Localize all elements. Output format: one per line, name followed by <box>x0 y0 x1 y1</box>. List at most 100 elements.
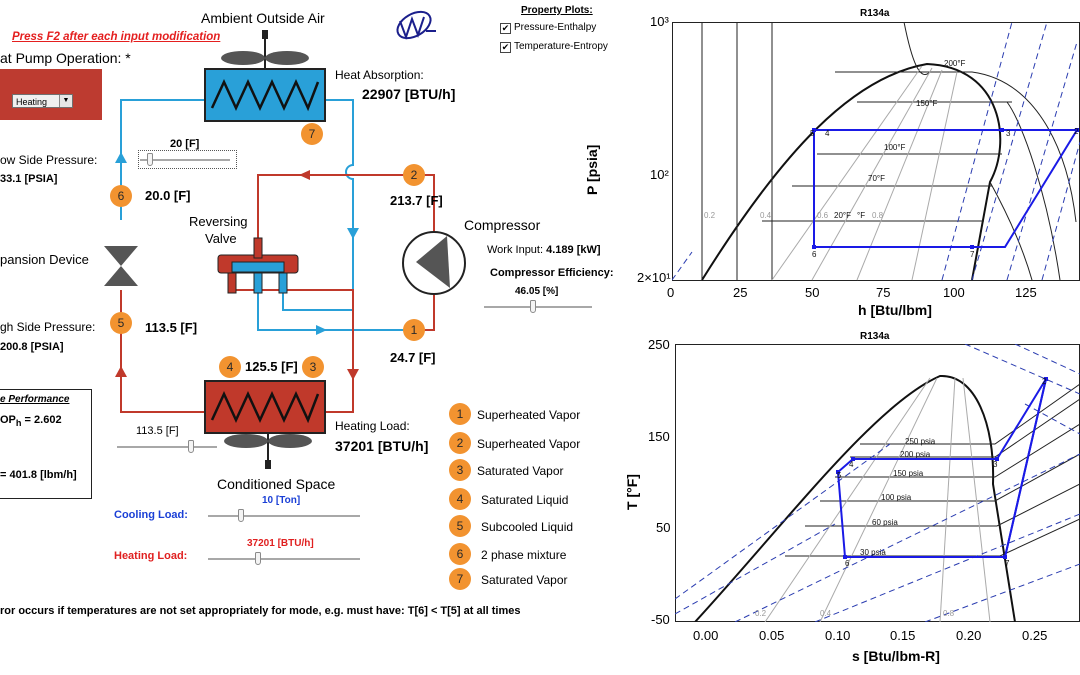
ts-isobar-label-100: 100 psia <box>881 493 912 502</box>
legend-marker-1: 1 <box>449 403 471 425</box>
ph-isotherm-label-200: 200°F <box>944 59 966 68</box>
ph-point-label-6: 6 <box>812 250 817 259</box>
mode-select[interactable]: Heating▼ <box>12 94 73 108</box>
reversing-valve-label-1: Reversing <box>189 214 248 229</box>
t5-value: 113.5 [F] <box>145 320 198 335</box>
cooling-load-label: Cooling Load: <box>114 509 188 521</box>
ts-point-label-4: 4 <box>849 460 854 469</box>
mass-flow-value: = 401.8 [lbm/h] <box>0 469 77 481</box>
performance-title: e Performance <box>0 394 70 405</box>
state-marker-7: 7 <box>301 123 323 145</box>
pressure-enthalpy-label: Pressure-Enthalpy <box>514 22 597 33</box>
legend-label-4: Saturated Liquid <box>481 493 569 507</box>
ph-ylabel: P [psia] <box>584 144 600 195</box>
low-temp-slider-track <box>140 159 230 161</box>
efficiency-slider-thumb[interactable] <box>530 300 536 313</box>
t6-value: 20.0 [F] <box>145 188 191 203</box>
pressure-enthalpy-checkbox[interactable]: ✔ <box>500 23 511 34</box>
ph-chart-title: R134a <box>860 8 890 19</box>
compressor-efficiency-label: Compressor Efficiency: <box>490 267 614 279</box>
performance-box <box>0 389 92 499</box>
ph-point-label-3: 3 <box>1006 129 1011 138</box>
legend-label-1: Superheated Vapor <box>477 408 581 422</box>
ph-ytick-bottom: 2×10¹ <box>637 270 671 285</box>
ph-xlabel: h [Btu/lbm] <box>858 302 932 318</box>
ph-xtick-5: 125 <box>1015 285 1037 300</box>
high-temp-slider-thumb[interactable] <box>188 440 194 453</box>
state-marker-3: 3 <box>302 356 324 378</box>
ts-xtick-4: 0.20 <box>956 628 982 643</box>
legend-label-7: Saturated Vapor <box>481 573 568 587</box>
ph-point-2 <box>1075 128 1079 132</box>
ts-isobar-label-250: 250 psia <box>905 437 936 446</box>
section-title: at Pump Operation: * <box>0 50 131 66</box>
ph-point-4 <box>812 128 816 132</box>
cooling-load-slider-track <box>208 515 360 517</box>
ts-isobar-label-30: 30 psia <box>860 548 886 557</box>
ts-point-2 <box>1044 377 1048 381</box>
low-temp-slider-thumb[interactable] <box>147 153 153 166</box>
ts-point-label-7: 7 <box>1005 559 1010 568</box>
f2-warning: Press F2 after each input modification <box>12 31 221 43</box>
t2-value: 213.7 [F] <box>390 193 443 208</box>
low-temp-slider[interactable] <box>138 150 237 169</box>
heat-absorption-value: 22907 [BTU/h] <box>362 86 456 102</box>
state-marker-1: 1 <box>403 319 425 341</box>
state-marker-6: 6 <box>110 185 132 207</box>
compressor-label: Compressor <box>464 217 541 233</box>
ph-point-label-4: 4 <box>825 129 830 138</box>
legend-marker-6: 6 <box>449 543 471 565</box>
legend-label-2: Superheated Vapor <box>477 437 581 451</box>
heating-load-slider-track <box>208 558 360 560</box>
ts-quality-label-1: 0.4 <box>820 609 832 618</box>
low-pressure-label: ow Side Pressure: <box>0 153 98 167</box>
ph-ytick-top: 10³ <box>650 14 669 29</box>
legend-label-3: Saturated Vapor <box>477 464 564 478</box>
expansion-device-label: pansion Device <box>0 252 89 267</box>
ph-point-label-2: 2 <box>1074 127 1079 136</box>
legend-marker-7: 7 <box>449 568 471 590</box>
high-temp-slider-value: 113.5 [F] <box>136 425 179 437</box>
ph-quality-label-2: 0.6 <box>817 211 829 220</box>
ph-xtick-2: 50 <box>805 285 820 300</box>
ph-point-3 <box>1000 128 1004 132</box>
state-marker-4: 4 <box>219 356 241 378</box>
ts-chart-title: R134a <box>860 331 890 342</box>
heating-load-slider-thumb[interactable] <box>255 552 261 565</box>
cooling-load-value: 10 [Ton] <box>262 495 301 506</box>
ts-quality-label-2: 0.8 <box>943 609 955 618</box>
cooling-load-slider-thumb[interactable] <box>238 509 244 522</box>
compressor-efficiency-value: 46.05 [%] <box>515 286 559 297</box>
ph-xtick-4: 100 <box>943 285 965 300</box>
ts-xtick-1: 0.05 <box>759 628 785 643</box>
ts-xtick-0: 0.00 <box>693 628 719 643</box>
low-pressure-value: 33.1 [PSIA] <box>0 173 58 185</box>
legend-label-5: Subcooled Liquid <box>481 520 574 534</box>
ts-xlabel: s [Btu/lbm-R] <box>852 648 940 664</box>
ts-point-3 <box>995 457 999 461</box>
state-marker-5: 5 <box>110 312 132 334</box>
ts-ylabel: T [°F] <box>624 474 640 510</box>
ph-ylabel-wrap: P [psia] <box>584 95 602 195</box>
ts-ytick-neg50: -50 <box>651 612 670 627</box>
chevron-down-icon[interactable]: ▼ <box>59 95 72 107</box>
ts-ytick-50: 50 <box>656 520 671 535</box>
heating-load-slider-label: Heating Load: <box>114 550 188 562</box>
ambient-label: Ambient Outside Air <box>201 10 325 26</box>
temperature-entropy-checkbox[interactable]: ✔ <box>500 42 511 53</box>
heating-load-slider-value: 37201 [BTU/h] <box>247 538 314 549</box>
ts-point-label-5: 5 <box>837 471 842 480</box>
cycle-schematic <box>104 30 466 469</box>
error-note: ror occurs if temperatures are not set a… <box>0 605 521 617</box>
ts-isobar-label-200: 200 psia <box>900 450 931 459</box>
state-marker-2: 2 <box>403 164 425 186</box>
ts-point-label-6: 6 <box>845 559 850 568</box>
ph-point-7 <box>970 245 974 249</box>
t1-value: 24.7 [F] <box>390 350 436 365</box>
ph-xtick-1: 25 <box>733 285 748 300</box>
ts-point-6 <box>843 555 847 559</box>
low-temp-slider-value: 20 [F] <box>170 138 200 150</box>
heating-load-label: Heating Load: <box>335 419 410 433</box>
ts-point-label-2: 2 <box>1042 377 1047 386</box>
ts-chart: 250 psia 200 psia 150 psia 100 psia 60 p… <box>675 344 1080 622</box>
